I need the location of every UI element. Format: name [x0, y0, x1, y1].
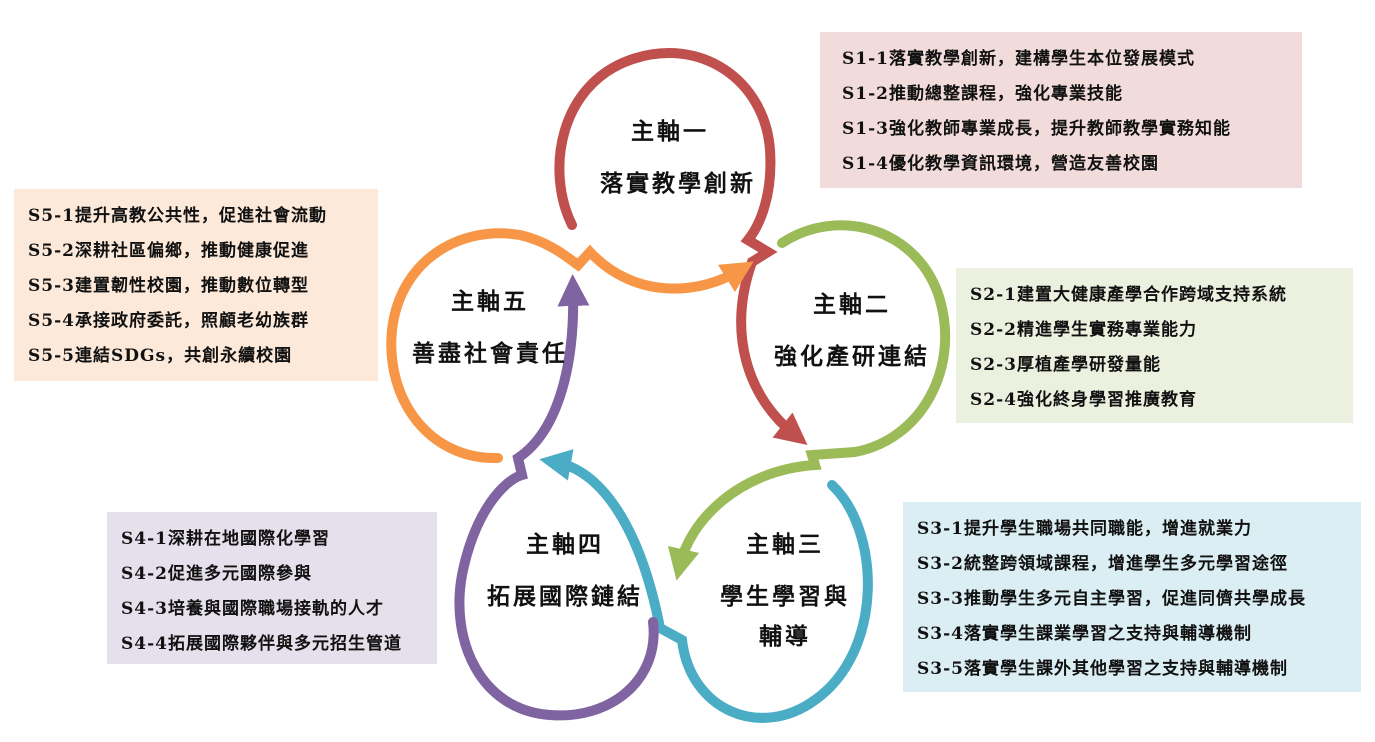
axis2-subtitle: 強化產研連結 — [774, 343, 930, 370]
strategy-item: S1-4優化教學資訊環境，營造友善校園 — [842, 154, 1159, 174]
axis3-strategy-box: S3-1提升學生職場共同職能，增進就業力 S3-2統整跨領域課程，增進學生多元學… — [903, 502, 1361, 692]
axis3-arrow — [539, 449, 873, 723]
axis3-subtitle-line2: 輔導 — [759, 623, 811, 650]
strategy-item: S3-1提升學生職場共同職能，增進就業力 — [917, 519, 1252, 539]
strategy-item: S3-2統整跨領域課程，增進學生多元學習途徑 — [917, 554, 1288, 574]
strategy-item: S3-4落實學生課業學習之支持與輔導機制 — [917, 624, 1252, 644]
strategy-item: S5-2深耕社區偏鄉，推動健康促進 — [28, 241, 309, 261]
axis1-arrow — [554, 48, 808, 446]
axis1-subtitle: 落實教學創新 — [600, 170, 756, 197]
axis2-title: 主軸二 — [813, 291, 891, 318]
axis2-label: 主軸二 強化產研連結 — [772, 285, 932, 377]
axis4-arrow — [454, 274, 659, 721]
strategy-item: S4-2促進多元國際參與 — [121, 564, 312, 584]
axis4-label: 主軸四 拓展國際鏈結 — [480, 525, 650, 617]
axis2-arrow — [667, 220, 951, 581]
strategy-item: S2-1建置大健康產學合作跨域支持系統 — [970, 285, 1287, 305]
strategy-item: S3-5落實學生課外其他學習之支持與輔導機制 — [917, 659, 1288, 679]
axis2-strategy-box: S2-1建置大健康產學合作跨域支持系統 S2-2精進學生實務專業能力 S2-3厚… — [956, 268, 1353, 423]
axis1-title: 主軸一 — [631, 118, 709, 145]
strategy-item: S5-5連結SDGs，共創永續校園 — [28, 346, 293, 366]
axis5-strategy-box: S5-1提升高教公共性，促進社會流動 S5-2深耕社區偏鄉，推動健康促進 S5-… — [14, 189, 378, 381]
axis1-strategy-box: S1-1落實教學創新，建構學生本位發展模式 S1-2推動總整課程，強化專業技能 … — [820, 32, 1302, 188]
axis5-subtitle: 善盡社會責任 — [412, 340, 568, 367]
axis5-arrow — [386, 228, 754, 464]
axis3-subtitle: 學生學習與 — [720, 583, 850, 610]
strategy-item: S1-3強化教師專業成長，提升教師教學實務知能 — [842, 119, 1231, 139]
strategy-item: S4-3培養與國際職場接軌的人才 — [121, 599, 384, 619]
strategy-item: S4-4拓展國際夥伴與多元招生管道 — [121, 634, 402, 654]
axis5-label: 主軸五 善盡社會責任 — [405, 282, 575, 374]
strategy-item: S5-4承接政府委託，照顧老幼族群 — [28, 311, 309, 331]
axis3-title: 主軸三 — [746, 531, 824, 558]
strategy-item: S2-4強化終身學習推廣教育 — [970, 390, 1197, 410]
axis4-title: 主軸四 — [526, 531, 604, 558]
strategy-item: S5-3建置韌性校園，推動數位轉型 — [28, 276, 309, 296]
axis1-label: 主軸一 落實教學創新 — [600, 112, 756, 204]
strategy-item: S2-3厚植產學研發量能 — [970, 355, 1161, 375]
axis5-title: 主軸五 — [451, 288, 529, 315]
strategy-item: S1-2推動總整課程，強化專業技能 — [842, 84, 1123, 104]
axis3-label: 主軸三 學生學習與 輔導 — [710, 525, 860, 657]
strategy-item: S1-1落實教學創新，建構學生本位發展模式 — [842, 49, 1195, 69]
axis4-strategy-box: S4-1深耕在地國際化學習 S4-2促進多元國際參與 S4-3培養與國際職場接軌… — [107, 512, 437, 664]
strategy-item: S3-3推動學生多元自主學習，促進同儕共學成長 — [917, 589, 1306, 609]
axis4-subtitle: 拓展國際鏈結 — [487, 583, 643, 610]
strategy-item: S2-2精進學生實務專業能力 — [970, 320, 1197, 340]
strategy-item: S5-1提升高教公共性，促進社會流動 — [28, 206, 327, 226]
strategy-item: S4-1深耕在地國際化學習 — [121, 529, 330, 549]
